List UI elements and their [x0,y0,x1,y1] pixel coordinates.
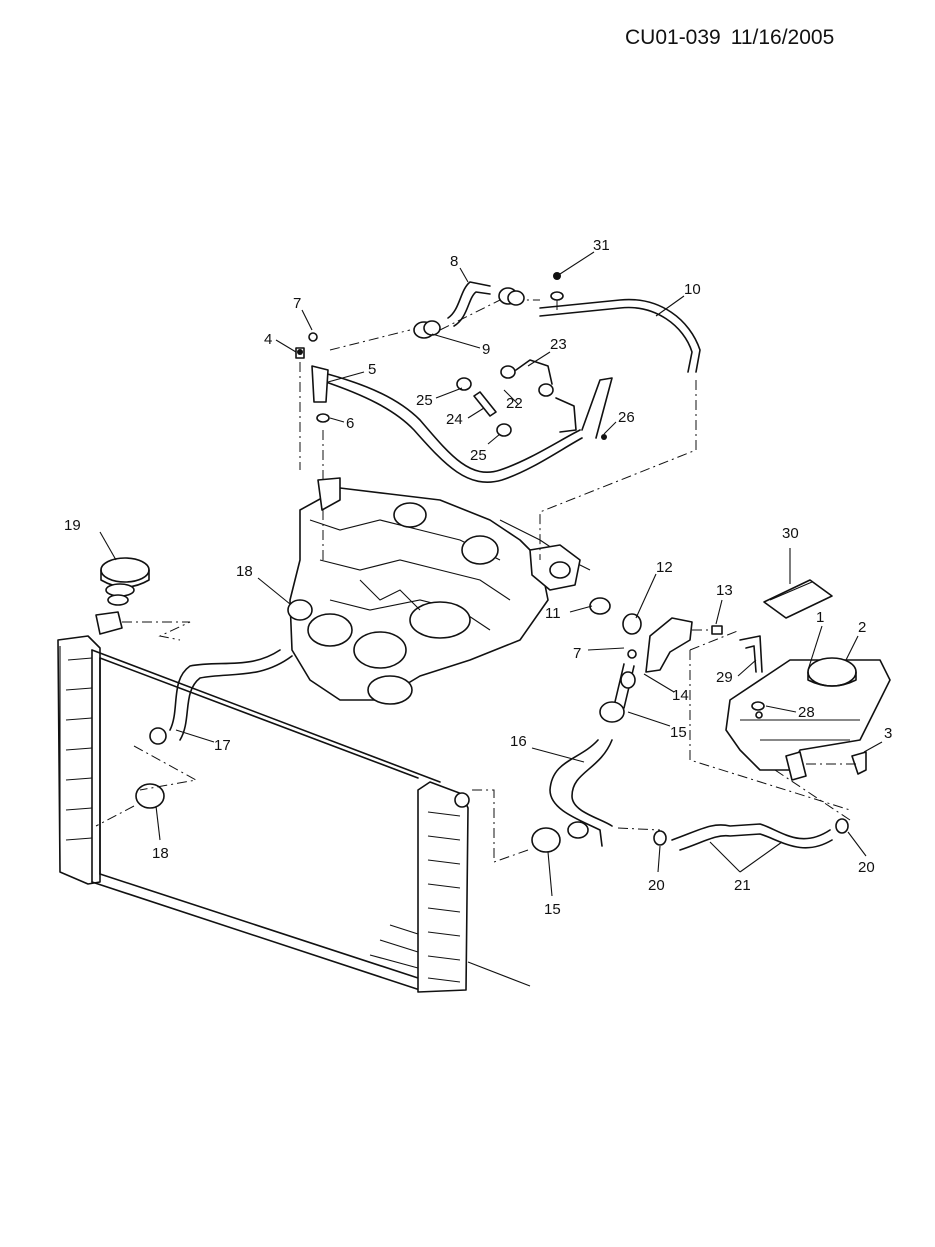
callout-18-lower: 18 [152,845,169,862]
callout-18-upper: 18 [236,563,253,580]
callout-24: 24 [446,411,463,428]
radiator [57,635,470,993]
diagram-code: CU01-039 [625,26,721,49]
callout-22: 22 [506,395,523,412]
filler-neck [95,611,123,635]
callout-6: 6 [346,415,354,432]
hose-clamps-upper [413,287,577,437]
bracket-fasteners [295,272,607,560]
coolant-reservoir [689,579,891,811]
callout-28: 29 [716,669,733,686]
callout-7-top: 7 [293,295,301,312]
thermostat-housing [589,597,723,673]
diagram-date: 11/16/2005 [730,26,835,49]
callout-labels: 31 10 8 7 4 5 6 9 23 22 25 24 25 26 19 1… [64,237,892,918]
callout-10: 10 [684,281,701,298]
callout-25-upper: 25 [416,392,433,409]
callout-19: 19 [64,517,81,534]
callout-20-left: 20 [648,877,665,894]
callout-11: 11 [545,605,561,622]
callout-5: 5 [368,361,376,378]
callout-29: 30 [782,525,799,542]
heater-hoses [319,281,701,560]
callout-27: 28 [798,704,815,721]
callout-4: 4 [264,331,272,348]
diagram-header: CU01-039 11/16/2005 [625,26,844,50]
callout-3: 3 [884,725,892,742]
callout-13: 13 [716,582,733,599]
engine-assembly [289,487,591,705]
callout-7-lower: 7 [573,645,581,662]
callout-20-right: 20 [858,859,875,876]
leader-lines [99,251,883,987]
callout-12: 12 [656,559,673,576]
callout-1: 1 [816,609,824,626]
callout-16: 16 [510,733,527,750]
callout-26: 26 [618,409,635,426]
callout-23: 23 [550,336,567,353]
callout-8: 8 [450,253,458,270]
lower-hoses [95,599,851,863]
callout-17: 17 [214,737,231,754]
callout-9: 9 [482,341,490,358]
callout-2: 2 [858,619,866,636]
radiator-cap [100,557,150,606]
callout-30: 31 [593,237,610,254]
callout-21: 21 [734,877,751,894]
callout-15-upper: 15 [670,724,687,741]
callout-14: 14 [672,687,689,704]
callout-25-lower: 25 [470,447,487,464]
callout-15-lower: 15 [544,901,561,918]
